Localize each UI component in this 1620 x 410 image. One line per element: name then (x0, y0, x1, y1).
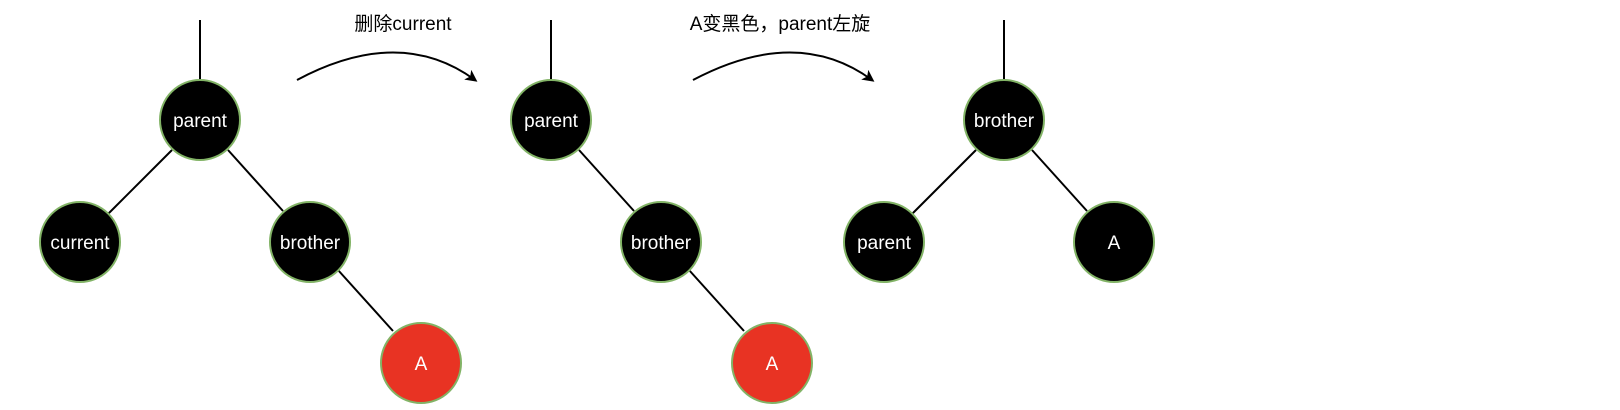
edge-brother-parent (911, 149, 977, 215)
node-current: current (39, 201, 121, 283)
step-caption: 删除current (354, 13, 452, 35)
node-parent: parent (159, 79, 241, 161)
node-brother: brother (963, 79, 1045, 161)
node-label: parent (857, 233, 912, 254)
edge-parent-brother (227, 149, 284, 212)
node-a: A (731, 322, 813, 404)
node-label: parent (173, 111, 228, 132)
tree-after-rotation: brother parent A (843, 20, 1155, 283)
arrow-right-icon (692, 51, 875, 82)
edge-parent-brother (578, 149, 635, 212)
node-label: current (50, 233, 110, 254)
node-label: parent (524, 111, 579, 132)
node-circle (731, 322, 813, 404)
edge-brother-a (688, 269, 745, 332)
step-2: A变黑色，parent左旋 (690, 13, 875, 82)
arrow-right-icon (296, 51, 478, 82)
node-circle (843, 201, 925, 283)
node-circle (620, 201, 702, 283)
node-label: brother (631, 233, 692, 254)
node-label: A (766, 354, 779, 375)
node-label: A (1108, 233, 1121, 254)
node-circle (39, 201, 121, 283)
node-circle (1073, 201, 1155, 283)
node-parent: parent (510, 79, 592, 161)
node-circle (963, 79, 1045, 161)
tree-before: parent current brother A (39, 20, 462, 404)
step-caption: A变黑色，parent左旋 (690, 13, 871, 35)
tree-after-delete: parent brother A (510, 20, 813, 404)
node-circle (510, 79, 592, 161)
node-brother: brother (620, 201, 702, 283)
node-circle (159, 79, 241, 161)
edge-brother-a (337, 269, 394, 332)
edge-brother-a (1031, 149, 1088, 212)
node-a: A (380, 322, 462, 404)
node-label: brother (974, 111, 1035, 132)
node-parent: parent (843, 201, 925, 283)
step-1: 删除current (296, 13, 478, 82)
edge-parent-current (107, 149, 173, 215)
node-brother: brother (269, 201, 351, 283)
node-label: A (415, 354, 428, 375)
node-circle (380, 322, 462, 404)
node-circle (269, 201, 351, 283)
node-label: brother (280, 233, 341, 254)
node-a: A (1073, 201, 1155, 283)
